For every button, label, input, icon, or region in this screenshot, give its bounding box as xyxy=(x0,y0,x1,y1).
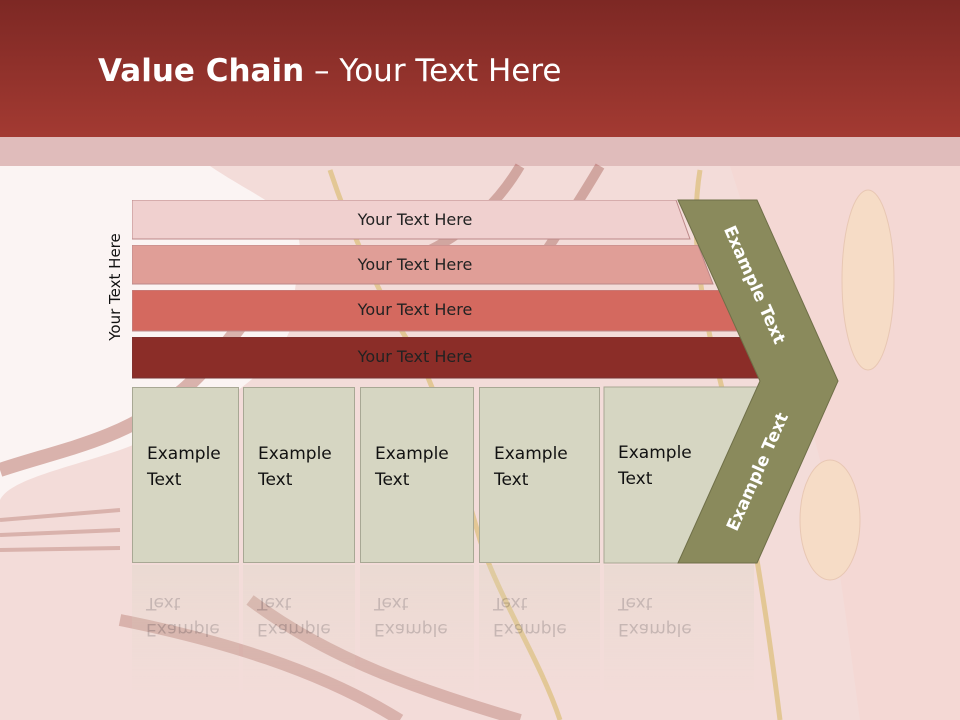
activity-box-1: Example Text xyxy=(132,387,239,563)
activity-label: Example Text xyxy=(258,444,332,490)
slide-title: Value Chain – Your Text Here xyxy=(98,53,561,89)
activity-box-5-label-wrap: Example Text xyxy=(618,440,718,492)
activity-box-2: Example Text xyxy=(243,387,355,563)
activity-label: Example Text xyxy=(147,444,221,490)
activity-label: Example Text xyxy=(375,444,449,490)
row-label: Your Text Here xyxy=(357,255,473,274)
row-label: Your Text Here xyxy=(357,210,473,229)
row-shape xyxy=(132,200,691,240)
activity-box-4: Example Text xyxy=(479,387,600,563)
header-bar xyxy=(0,0,960,137)
title-rest: – Your Text Here xyxy=(304,53,562,89)
activity-label: Example Text xyxy=(494,444,568,490)
title-bold: Value Chain xyxy=(98,53,305,89)
activity-box-3: Example Text xyxy=(360,387,474,563)
margin-chevron xyxy=(677,199,839,564)
row-label: Your Text Here xyxy=(357,347,473,366)
header-band xyxy=(0,137,960,166)
row-label: Your Text Here xyxy=(357,300,473,319)
activity-label: Example Text xyxy=(618,443,692,489)
row-shape xyxy=(132,245,714,285)
